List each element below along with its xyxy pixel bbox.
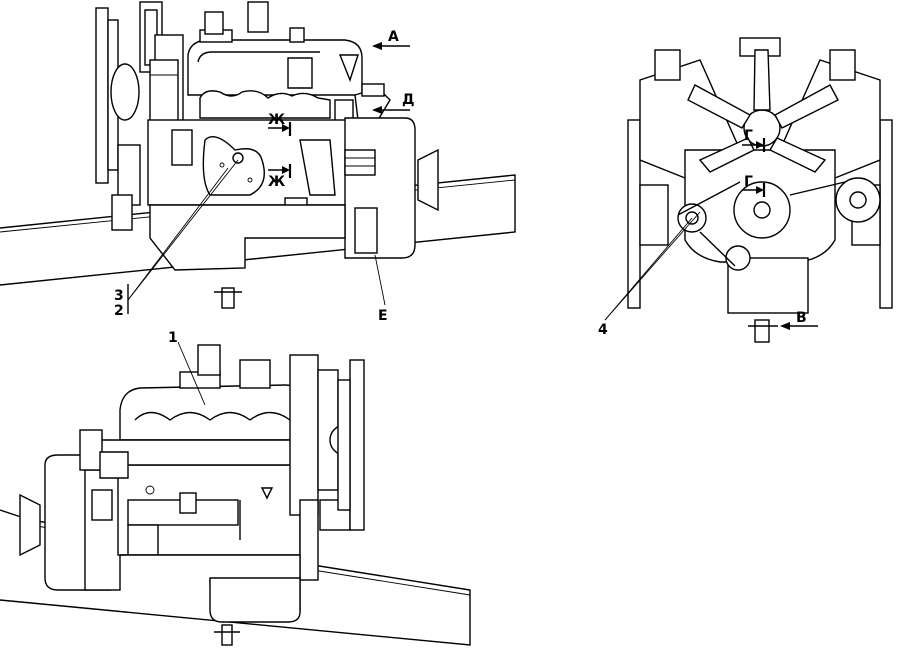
top-left-engine-view: А Д Ж Ж 3 2 Е <box>0 1 516 324</box>
section-mark-g-top <box>742 138 766 152</box>
view-arrow-a <box>372 42 410 50</box>
fan-top-left <box>95 7 141 231</box>
callout-2: 2 <box>114 303 124 319</box>
view-arrow-v <box>780 322 818 330</box>
oil-pan-top-left <box>149 204 346 309</box>
view-arrow-d <box>372 106 410 114</box>
callout-3: 3 <box>114 288 124 304</box>
bottom-left-engine-view: 1 <box>0 330 471 646</box>
engine-block-bottom <box>117 464 301 556</box>
front-engine-view: Г Г 4 В <box>598 37 893 343</box>
exhaust-manifold-top-left <box>199 83 391 139</box>
label-view-a: А <box>388 29 399 45</box>
leader-1 <box>177 341 206 406</box>
callout-e: Е <box>378 308 388 324</box>
pulleys-bottom <box>289 354 361 581</box>
oil-pan-bottom <box>120 554 301 646</box>
leader-e <box>374 254 386 306</box>
callout-1: 1 <box>168 330 178 346</box>
pulleys-front <box>677 177 881 343</box>
label-view-g-bottom: Г <box>744 174 753 190</box>
section-mark-zh-top <box>268 122 292 136</box>
valve-cover-top-left <box>187 1 363 96</box>
label-view-zh-top: Ж <box>268 112 285 128</box>
label-view-zh-bottom: Ж <box>268 174 285 190</box>
fan-front <box>687 49 839 173</box>
leader-4 <box>604 211 701 321</box>
valve-cover-bottom <box>119 344 301 441</box>
flywheel-housing-bottom <box>19 454 121 591</box>
callout-4: 4 <box>598 322 608 338</box>
label-view-d: Д <box>402 92 414 108</box>
section-mark-zh-bottom <box>268 164 292 178</box>
engine-block-top-left <box>147 117 439 259</box>
label-view-v: В <box>796 310 807 326</box>
leader-3-2 <box>127 159 239 314</box>
fan-bottom <box>337 359 365 531</box>
label-view-g-top: Г <box>744 128 753 144</box>
section-mark-g-bottom <box>742 183 766 197</box>
